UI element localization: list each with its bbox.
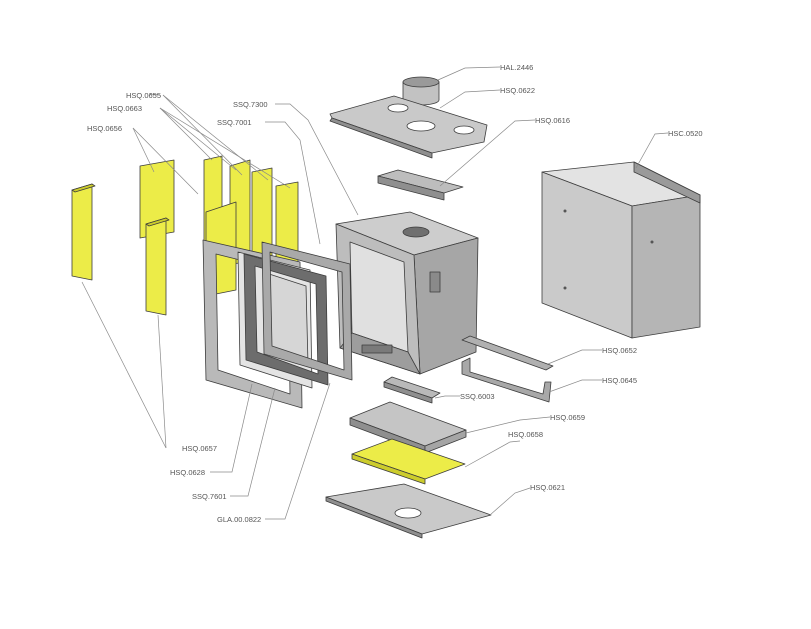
leader-line	[265, 121, 321, 245]
leader-line	[437, 66, 501, 81]
part-label-ssq-7601: SSQ.7601	[192, 492, 227, 501]
leader-line	[230, 387, 276, 497]
part-label-hal-2446: HAL.2446	[500, 63, 533, 72]
part-label-hsc-0520: HSC.0520	[668, 129, 703, 138]
outer-casing-screw	[650, 240, 654, 244]
outer-casing	[541, 161, 701, 339]
door-surround	[261, 241, 353, 381]
leader-line	[162, 94, 269, 181]
part-label-ssq-7001: SSQ.7001	[217, 118, 252, 127]
part-label-hsq-0628: HSQ.0628	[170, 468, 205, 477]
part-label-hsq-0658: HSQ.0658	[508, 430, 543, 439]
top-plate-hole-center	[406, 120, 436, 132]
part-label-hsq-0622: HSQ.0622	[500, 86, 535, 95]
baffle-front	[377, 175, 445, 201]
side-insulation-panels	[71, 159, 175, 316]
outer-casing-right	[631, 194, 701, 339]
top-plate-hole-right	[453, 125, 475, 135]
insulation-board-front	[351, 453, 426, 485]
leader-line	[439, 89, 501, 109]
insulation-panel-edge	[71, 183, 96, 193]
part-label-hsq-0621: HSQ.0621	[530, 483, 565, 492]
firebox-body	[335, 211, 479, 375]
outer-casing-screw	[563, 286, 567, 290]
part-label-gla-00-0822: GLA.00.0822	[217, 515, 261, 524]
leader-line	[275, 103, 359, 216]
leader-line	[464, 440, 521, 468]
door-frame-body	[243, 253, 329, 386]
leader-line	[547, 349, 602, 365]
leader-line	[434, 395, 460, 399]
leader-line	[81, 281, 167, 449]
support-rod-body	[461, 335, 554, 371]
insulation-board	[351, 438, 466, 485]
leader-line	[465, 416, 551, 434]
leader-line	[159, 107, 213, 161]
top-plate-edge	[329, 117, 433, 159]
leader-line	[489, 487, 531, 516]
part-label-hsq-0645: HSQ.0645	[602, 376, 637, 385]
bottom-plate-edge	[325, 496, 423, 539]
door-frame	[243, 253, 329, 386]
leader-line	[162, 94, 243, 176]
part-label-hsq-0652: HSQ.0652	[602, 346, 637, 355]
baffle-plate	[377, 169, 464, 201]
insulation-panel	[71, 183, 93, 281]
leader-line	[265, 382, 331, 520]
firebox-bottom-rail	[361, 344, 393, 354]
part-label-hsq-0659: HSQ.0659	[550, 413, 585, 422]
leader-line	[132, 127, 199, 195]
outer-casing-top-flange	[633, 161, 701, 204]
insulation-panel	[145, 217, 167, 316]
part-label-ssq-6003: SSQ.6003	[460, 392, 495, 401]
firebox-flue-hole	[402, 226, 430, 238]
flue-collar	[402, 76, 440, 106]
leader-lines	[81, 66, 669, 520]
leader-line	[439, 119, 536, 187]
base-bracket-body	[461, 357, 552, 403]
firebox-side	[413, 237, 479, 375]
leader-line	[149, 93, 161, 96]
door-surround-body	[261, 241, 353, 381]
part-label-hsq-0655: HSQ.0655	[126, 91, 161, 100]
flue-collar-rim	[402, 76, 440, 88]
leader-line	[210, 383, 253, 473]
leader-line	[635, 132, 669, 169]
part-label-hsq-0656: HSQ.0656	[87, 124, 122, 133]
part-label-ssq-7300: SSQ.7300	[233, 100, 268, 109]
top-plate	[329, 95, 488, 159]
leader-line	[159, 107, 291, 189]
part-label-hsq-0663: HSQ.0663	[107, 104, 142, 113]
part-label-hsq-0657: HSQ.0657	[182, 444, 217, 453]
leader-line	[132, 127, 155, 173]
support-rod	[461, 335, 554, 371]
bottom-plate-hole	[394, 507, 422, 519]
firebox-air-control	[429, 271, 441, 293]
leader-line	[548, 379, 602, 393]
insulation-panel-edge	[145, 217, 170, 227]
leader-line	[159, 107, 237, 171]
leader-line	[157, 314, 167, 449]
part-labels: HAL.2446 HSQ.0622 HSQ.0616 HSC.0520 HSQ.…	[87, 63, 703, 524]
top-plate-hole-left	[387, 103, 409, 113]
base-bracket	[461, 357, 552, 403]
front-strip-edge	[383, 381, 433, 404]
outer-casing-screw	[563, 209, 567, 213]
part-label-hsq-0616: HSQ.0616	[535, 116, 570, 125]
bottom-plate	[325, 483, 492, 539]
front-strip	[383, 376, 441, 404]
